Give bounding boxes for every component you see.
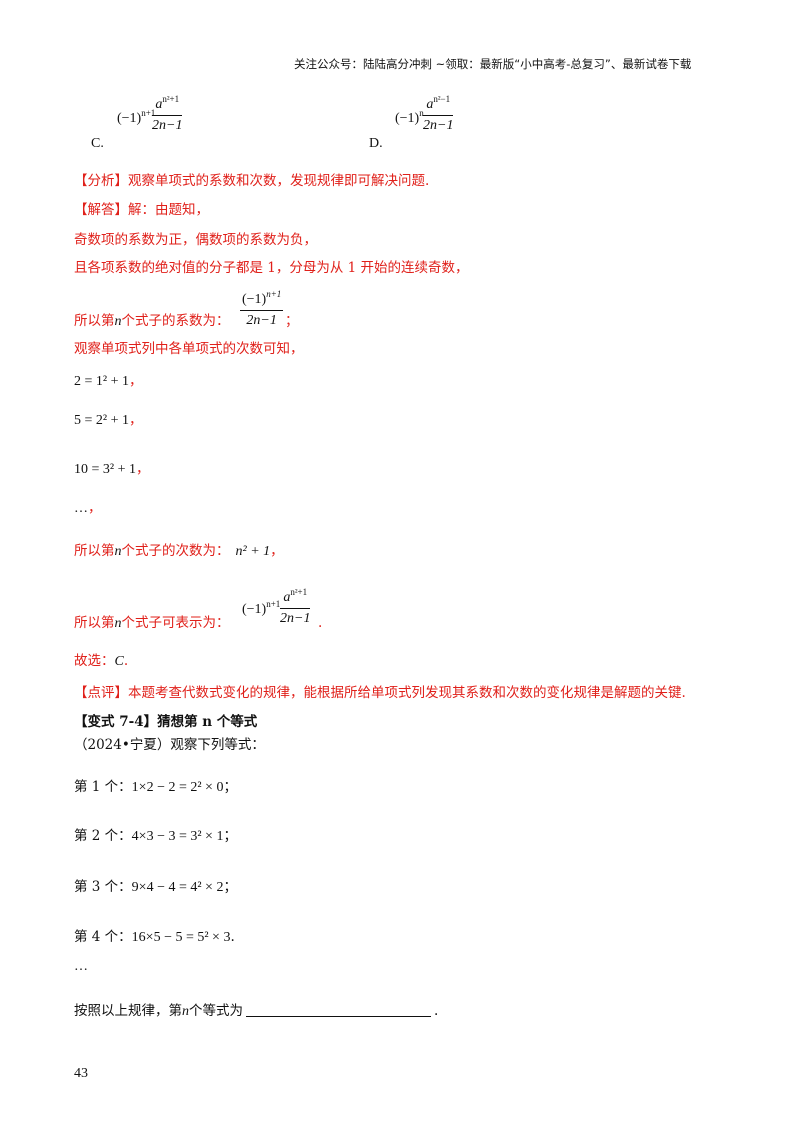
degree-conclusion: 所以第n个式子的次数为：n² + 1， [74, 543, 284, 559]
variant-title: 【变式 7-4】猜想第 n 个等式 [74, 714, 258, 730]
equation-item-2: 第 2 个：4×3 − 3 = 3² × 1； [74, 828, 237, 844]
equation-item-3: 第 3 个：9×4 − 4 = 4² × 2； [74, 879, 237, 895]
equation-item-4: 第 4 个：16×5 − 5 = 5² × 3. [74, 929, 235, 945]
comment-line: 【点评】本题考查代数式变化的规律，能根据所给单项式列发现其系数和次数的变化规律是… [74, 685, 686, 701]
variant-source: （2024•宁夏）观察下列等式： [74, 737, 265, 753]
analysis-line: 【分析】观察单项式的系数和次数，发现规律即可解决问题. [74, 173, 430, 189]
degree-eq-2: 5 = 2² + 1， [74, 412, 143, 428]
answer-line: 【解答】解：由题知， [74, 202, 209, 218]
option-d-sign: (−1)n [395, 108, 424, 126]
analysis-tag: 【分析】 [74, 173, 128, 189]
page-number: 43 [74, 1066, 88, 1081]
answer-sign-rule: 奇数项的系数为正，偶数项的系数为负， [74, 232, 317, 248]
degree-eq-1: 2 = 1² + 1， [74, 373, 143, 389]
option-c-fraction: an²+1 2n−1 [152, 94, 183, 133]
answer-text: 解：由题知， [128, 202, 209, 218]
equation-ellipsis: … [74, 959, 88, 974]
choice-line: 故选：C. [74, 653, 129, 669]
equation-item-1: 第 1 个：1×2 − 2 = 2² × 0； [74, 779, 237, 795]
comment-tag: 【点评】 [74, 685, 128, 701]
degree-eq-3: 10 = 3² + 1， [74, 461, 150, 477]
option-d-label: D. [369, 136, 383, 151]
page-header: 关注公众号：陆陆高分冲刺 ~领取：最新版“小中高考-总复习”、最新试卷下载 [294, 57, 692, 71]
option-c-label: C. [91, 136, 104, 151]
expression-sign: (−1)n+1 [242, 599, 281, 617]
comment-text: 本题考查代数式变化的规律，能根据所给单项式列发现其系数和次数的变化规律是解题的关… [128, 685, 686, 701]
degree-intro: 观察单项式列中各单项式的次数可知， [74, 341, 304, 357]
question-line: 按照以上规律，第n个等式为. [74, 1003, 439, 1019]
degree-eq-ellipsis: …， [74, 500, 102, 516]
analysis-text: 观察单项式的系数和次数，发现规律即可解决问题. [128, 173, 430, 189]
coefficient-fraction: (−1)n+1 2n−1 [240, 289, 284, 328]
answer-tag: 【解答】 [74, 202, 128, 218]
option-d-fraction: an²−1 2n−1 [423, 94, 454, 133]
expression-fraction: an²+1 2n−1 [280, 587, 311, 626]
option-c-sign: (−1)n+1 [117, 108, 156, 126]
answer-denominator-rule: 且各项系数的绝对值的分子都是 1，分母为从 1 开始的连续奇数， [74, 260, 469, 276]
answer-blank[interactable] [246, 1003, 431, 1017]
